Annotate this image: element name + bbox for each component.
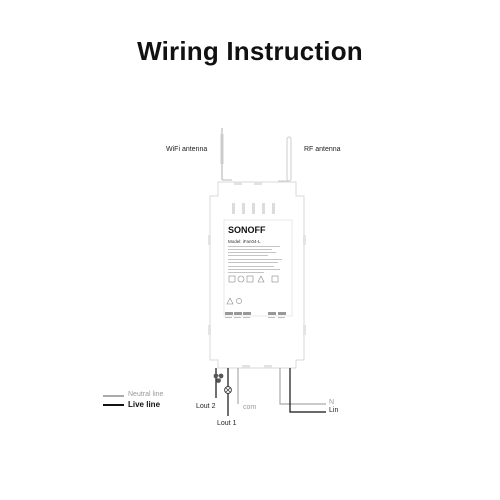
legend-swatches <box>103 395 124 406</box>
page-title: Wiring Instruction <box>137 36 363 66</box>
fan-icon <box>213 373 224 383</box>
terminal-lout2-label: Lout 2 <box>196 403 216 410</box>
input-wires <box>279 368 326 413</box>
light-bulb-icon <box>224 386 232 394</box>
warning-icons <box>226 297 242 305</box>
device-label-panel: SONOFF Model: iFan04-L <box>223 219 293 317</box>
terminal-blocks <box>225 312 286 318</box>
terminal-com-label: com <box>243 404 257 411</box>
certification-icons <box>228 275 279 283</box>
legend-neutral-label: Neutral line <box>128 391 164 398</box>
rf-antenna <box>278 136 292 182</box>
wifi-antenna-label: WiFi antenna <box>166 146 208 153</box>
terminal-lout1-label: Lout 1 <box>217 420 237 427</box>
terminal-n-label: N <box>329 399 335 406</box>
legend-live-label: Live line <box>128 400 161 409</box>
terminal-lin-label: Lin <box>329 407 339 414</box>
brand-logo: SONOFF <box>228 225 266 235</box>
model-text: Model: iFan04-L <box>228 239 261 244</box>
wifi-antenna <box>220 128 232 181</box>
rf-antenna-label: RF antenna <box>304 146 341 153</box>
